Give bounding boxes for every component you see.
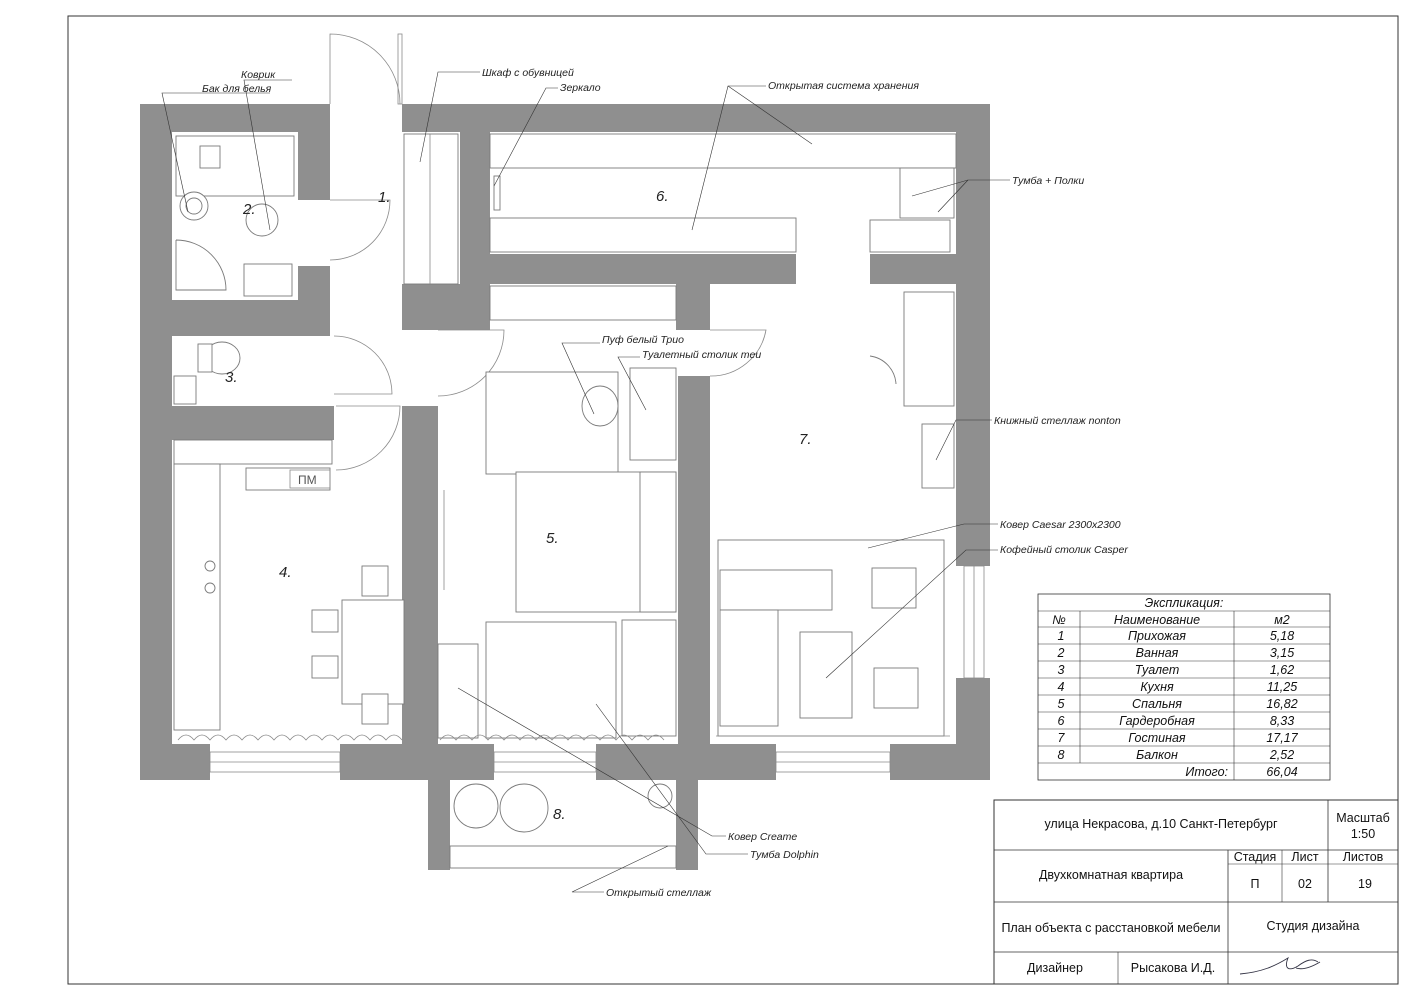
callout-mirror: Зеркало: [560, 82, 601, 94]
callout-carpet-caesar: Ковер Caesar 2300х2300: [1000, 519, 1121, 531]
stamp-scale-label: Масштаб: [1336, 811, 1389, 825]
title-block: улица Некрасова, д.10 Санкт-Петербург Ма…: [993, 799, 1399, 985]
room-1-number: 1.: [378, 189, 391, 206]
callout-carpet-creame: Ковер Creame: [728, 831, 797, 843]
explication-row-7-num: 7: [1058, 731, 1066, 745]
stamp-drawing-title: План объекта с расстановкой мебели: [1001, 921, 1220, 935]
stamp-scale-value: 1:50: [1351, 827, 1375, 841]
explication-row-8-name: Балкон: [1136, 748, 1178, 762]
stamp-sheet-value: 02: [1298, 877, 1312, 891]
stamp-designer-name: Рысакова И.Д.: [1131, 961, 1215, 975]
callout-cabinet-dolphin: Тумба Dolphin: [750, 849, 819, 861]
callout-bookcase: Книжный стеллаж nonton: [994, 415, 1121, 427]
explication-row-1-num: 1: [1058, 629, 1065, 643]
callout-cabinet-shelves: Тумба + Полки: [1012, 175, 1084, 187]
explication-row-7-area: 17,17: [1266, 731, 1298, 745]
explication-row-6-area: 8,33: [1270, 714, 1294, 728]
explication-table: Экспликация: № Наименование м2 1 Прихожа…: [1037, 593, 1331, 781]
explication-row-5-num: 5: [1058, 697, 1065, 711]
room-2-number: 2.: [242, 201, 256, 218]
walls: [140, 104, 990, 870]
callout-coffee-table: Кофейный столик Casper: [1000, 544, 1128, 556]
room-numbers: 1. 2. 3. 4. 5. 6. 7. 8. ПМ: [225, 188, 812, 823]
designer-signature: [1239, 956, 1321, 975]
explication-row-8-num: 8: [1058, 748, 1065, 762]
furniture: [173, 133, 957, 869]
room-4-number: 4.: [279, 564, 292, 581]
explication-row-2-num: 2: [1057, 646, 1065, 660]
explication-row-5-name: Спальня: [1132, 697, 1182, 711]
callout-pouf: Пуф белый Трио: [602, 334, 684, 346]
explication-title: Экспликация:: [1145, 596, 1224, 610]
stamp-sheets-label: Листов: [1343, 850, 1384, 864]
room-8-number: 8.: [553, 806, 566, 823]
stamp-studio: Студия дизайна: [1266, 919, 1359, 933]
explication-row-4-area: 11,25: [1267, 680, 1297, 694]
explication-row-4-num: 4: [1058, 680, 1065, 694]
explication-row-1-name: Прихожая: [1128, 629, 1186, 643]
callout-open-storage: Открытая система хранения: [768, 80, 919, 92]
explication-header-area: м2: [1274, 613, 1290, 627]
explication-row-8-area: 2,52: [1269, 748, 1294, 762]
stamp-designer-label: Дизайнер: [1027, 961, 1083, 975]
explication-header-name: Наименование: [1114, 613, 1200, 627]
room-7-number: 7.: [799, 431, 812, 448]
sheet-frame: [67, 15, 1399, 985]
room-5-number: 5.: [546, 530, 559, 547]
room-6-number: 6.: [656, 188, 669, 205]
explication-row-4-name: Кухня: [1140, 680, 1174, 694]
callout-rug: Коврик: [241, 69, 276, 81]
kitchen-mark: ПМ: [298, 473, 317, 487]
explication-row-5-area: 16,82: [1266, 697, 1297, 711]
explication-row-3-name: Туалет: [1135, 663, 1180, 677]
explication-row-3-area: 1,62: [1270, 663, 1294, 677]
stamp-stage-label: Стадия: [1234, 850, 1277, 864]
explication-row-3-num: 3: [1058, 663, 1065, 677]
stamp-project: Двухкомнатная квартира: [1039, 868, 1183, 882]
stamp-sheets-value: 19: [1358, 877, 1372, 891]
explication-total-label: Итого:: [1185, 765, 1228, 779]
explication-header-num: №: [1052, 613, 1066, 627]
explication-row-1-area: 5,18: [1270, 629, 1294, 643]
stamp-address: улица Некрасова, д.10 Санкт-Петербург: [1044, 817, 1278, 831]
explication-row-7-name: Гостиная: [1128, 731, 1185, 745]
callout-open-rack: Открытый стеллаж: [606, 887, 712, 899]
callout-wardrobe-shoes: Шкаф с обувницей: [482, 67, 574, 79]
explication-row-2-name: Ванная: [1136, 646, 1179, 660]
callouts: Коврик Бак для белья Шкаф с обувницей Зе…: [161, 67, 1128, 899]
explication-total-value: 66,04: [1266, 765, 1297, 779]
doors-and-windows: [209, 33, 985, 773]
callout-laundry: Бак для белья: [202, 83, 272, 95]
room-3-number: 3.: [225, 369, 238, 386]
explication-row-2-area: 3,15: [1270, 646, 1294, 660]
stamp-stage-value: П: [1251, 877, 1260, 891]
explication-row-6-name: Гардеробная: [1119, 714, 1195, 728]
stamp-sheet-label: Лист: [1291, 850, 1318, 864]
callout-dressing-table: Туалетный столик теи: [642, 349, 761, 361]
explication-row-6-num: 6: [1058, 714, 1065, 728]
